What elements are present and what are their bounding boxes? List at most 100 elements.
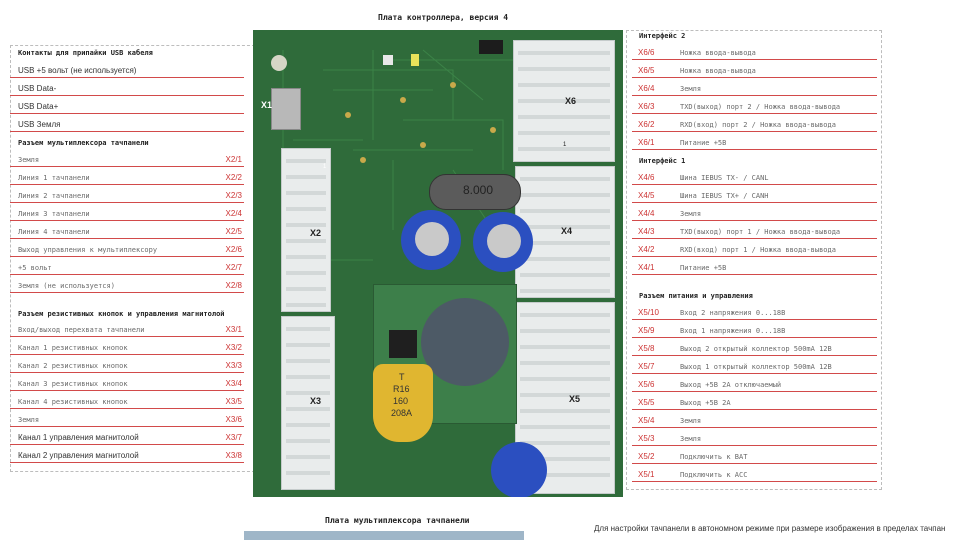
x5-row-label: Земля	[680, 435, 702, 443]
x3-row-pin: X3/4	[225, 379, 242, 388]
x5-row-pin: X5/8	[638, 344, 655, 353]
x4-row-label: Шина IEBUS TX- / CANL	[680, 174, 769, 182]
connector-pin	[286, 175, 326, 179]
connector-pin	[518, 115, 610, 119]
connector-pin	[518, 67, 610, 71]
capacitor-bottom	[491, 442, 547, 497]
x2-row-label: Земля (не используется)	[18, 282, 115, 290]
usb-row-label: USB Земля	[18, 120, 61, 129]
x3-connector	[281, 316, 335, 490]
x5-row-label: Выход 1 открытый коллектор 500mA 12В	[680, 363, 832, 371]
x4-row: Земля X4/4	[632, 203, 877, 221]
connector-pin	[286, 375, 330, 379]
fuse	[373, 364, 433, 442]
right-panel-frame	[626, 30, 882, 490]
x2-row-pin: X2/8	[225, 281, 242, 290]
x1-label: X1	[261, 100, 273, 110]
x5-row-label: Вход 1 напряжения 0...18В	[680, 327, 786, 335]
usb-row: USB Data-	[10, 78, 244, 96]
x6-label: X6	[565, 96, 577, 106]
connector-pin	[520, 457, 610, 461]
connector-pin	[286, 359, 330, 363]
multiplexer-board-image	[244, 531, 524, 540]
x2-row-label: Земля	[18, 156, 40, 164]
x6-row-pin: X6/4	[638, 84, 655, 93]
x3-row: Земля X3/6	[10, 409, 244, 427]
x5-row: Выход +5В 2А отключаемый X5/6	[632, 374, 877, 392]
usb-row-label: USB Data+	[18, 102, 59, 111]
connector-pin	[520, 257, 610, 261]
x4-row-label: Земля	[680, 210, 702, 218]
x2-row-pin: X2/6	[225, 245, 242, 254]
x2-row-label: Линия 4 тачпанели	[18, 228, 90, 236]
x4-row-label: TXD(выход) порт 1 / Ножка ввода-вывода	[680, 228, 841, 236]
x2-label: X2	[310, 228, 322, 238]
x2-row-label: Выход управления к мультиплексору	[18, 246, 158, 254]
x3-row-pin: X3/1	[225, 325, 242, 334]
x4-row-pin: X4/6	[638, 173, 655, 182]
x3-row-pin: X3/6	[225, 415, 242, 424]
x4-row-pin: X4/4	[638, 209, 655, 218]
usb-row-label: USB Data-	[18, 84, 57, 93]
x6-row-label: TXD(выход) порт 2 / Ножка ввода-вывода	[680, 103, 841, 111]
connector-pin	[286, 159, 326, 163]
connector-pin	[286, 327, 330, 331]
connector-pin	[286, 471, 330, 475]
x6-row-pin: X6/5	[638, 66, 655, 75]
x2-row-label: +5 вольт	[18, 264, 52, 272]
x3-row-pin: X3/5	[225, 397, 242, 406]
fuse-marking-4: 208A	[391, 408, 413, 418]
x5-row-label: Подключить к BAT	[680, 453, 748, 461]
x3-label: X3	[310, 396, 322, 406]
x6-pin-one: 1	[563, 142, 567, 148]
connector-pin	[520, 289, 610, 293]
x5-row-label: Выход +5В 2А отключаемый	[680, 381, 782, 389]
x4-row-label: Питание +5В	[680, 264, 727, 272]
connector-pin	[286, 255, 326, 259]
x2-row: +5 вольт X2/7	[10, 257, 244, 275]
connector-pin	[286, 271, 326, 275]
connector-pin	[286, 455, 330, 459]
x3-row-label: Земля	[18, 416, 40, 424]
x6-row-pin: X6/2	[638, 120, 655, 129]
x4-connector	[515, 166, 615, 298]
connector-pin	[520, 441, 610, 445]
connector-pin	[286, 303, 326, 307]
connector-pin	[520, 377, 610, 381]
connector-pin	[520, 193, 610, 197]
usb-row: USB Земля	[10, 114, 244, 132]
connector-pin	[520, 393, 610, 397]
x2-row-pin: X2/7	[225, 263, 242, 272]
x5-row-pin: X5/5	[638, 398, 655, 407]
x2-section-title: Разъем мультиплексора тачпанели	[18, 139, 149, 147]
x2-row-pin: X2/5	[225, 227, 242, 236]
connector-pin	[520, 345, 610, 349]
x5-row-pin: X5/3	[638, 434, 655, 443]
connector-pin	[518, 51, 610, 55]
connector-pin	[520, 225, 610, 229]
x5-row: Земля X5/3	[632, 428, 877, 446]
x2-row-label: Линия 1 тачпанели	[18, 174, 90, 182]
connector-pin	[518, 147, 610, 151]
x4-section-title: Интерфейс 1	[639, 157, 686, 165]
x2-pin-one: 1	[323, 164, 327, 170]
connector-pin	[286, 191, 326, 195]
x5-row-pin: X5/6	[638, 380, 655, 389]
x2-row: Линия 4 тачпанели X2/5	[10, 221, 244, 239]
x2-connector	[281, 148, 331, 312]
connector-pin	[520, 273, 610, 277]
x3-row-pin: X3/3	[225, 361, 242, 370]
connector-pin	[518, 99, 610, 103]
controller-board-image: X1 X6 1 X2 1 X4 X3 X5 8.000 T R16 160 20…	[253, 30, 623, 497]
